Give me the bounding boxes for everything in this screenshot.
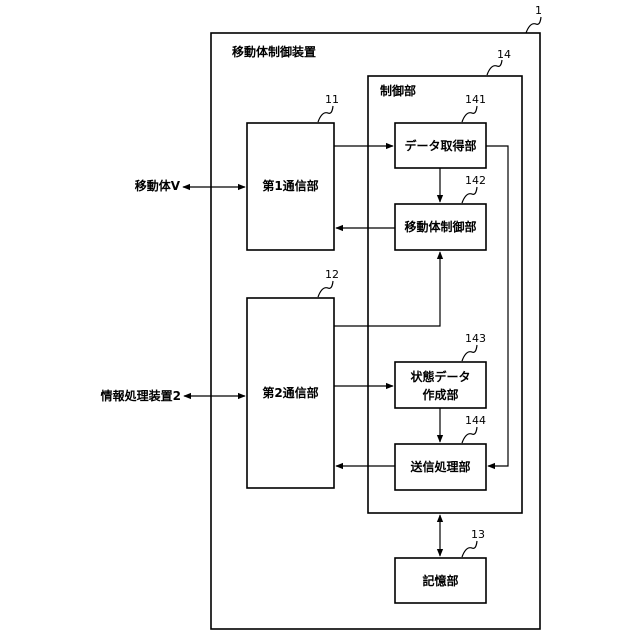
external-info-label: 情報処理装置2 [101, 388, 181, 403]
control-unit-ref: 14 [497, 48, 511, 61]
data-acquisition-label: データ取得部 [404, 138, 476, 153]
state-data-label-line2: 作成部 [422, 387, 458, 402]
mobile-control-ref: 142 [465, 174, 486, 187]
comm-unit-2-label: 第2通信部 [262, 385, 318, 400]
send-processing-label: 送信処理部 [409, 459, 470, 474]
storage-label: 記憶部 [422, 573, 458, 588]
external-mobile-label: 移動体V [135, 178, 181, 193]
comm-unit-1-label: 第1通信部 [262, 178, 318, 193]
comm-unit-1-ref: 11 [325, 93, 339, 106]
comm-unit-2-ref: 12 [325, 268, 339, 281]
send-processing-ref: 144 [465, 414, 486, 427]
state-data-label-line1: 状態データ [410, 369, 470, 384]
device-ref: 1 [535, 4, 542, 17]
state-data-ref: 143 [465, 332, 486, 345]
mobile-control-label: 移動体制御部 [404, 219, 476, 234]
control-unit-label: 制御部 [380, 83, 416, 98]
device-ref-leader [526, 17, 541, 33]
data-acquisition-ref: 141 [465, 93, 486, 106]
device-title: 移動体制御装置 [232, 44, 316, 59]
storage-ref: 13 [471, 528, 485, 541]
